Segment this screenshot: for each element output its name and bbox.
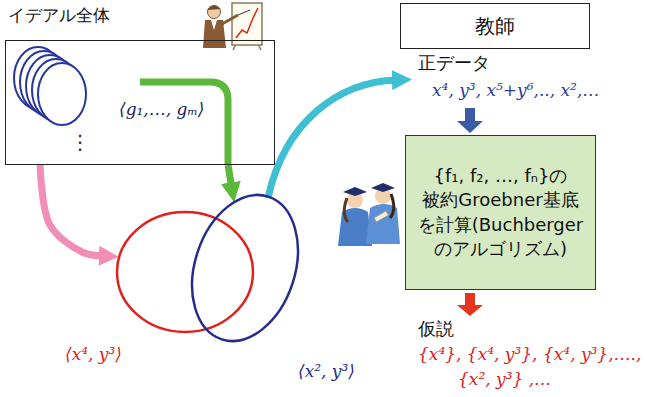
ideal-ellipse: ⟨x², y³⟩ <box>180 183 310 353</box>
ideal-stack <box>14 47 86 125</box>
down-arrow-red <box>457 293 483 316</box>
generator-label: ⟨g₁,…, gₘ⟩ <box>119 99 204 119</box>
section-label: 仮説 <box>418 318 454 340</box>
green-arrow-tail <box>140 82 228 165</box>
algorithm-text: {f₁, f₂, …, fₙ}の 被約Groebner基底 を計算(Buchbe… <box>413 164 588 261</box>
algorithm-box: {f₁, f₂, …, fₙ}の 被約Groebner基底 を計算(Buchbe… <box>405 135 596 290</box>
students-figure <box>338 183 400 246</box>
ellipse-outline <box>117 212 253 332</box>
ellipse-outline <box>180 183 310 353</box>
down-arrow-blue <box>457 108 483 133</box>
teacher-figure <box>203 3 262 50</box>
green-arrow <box>228 165 232 186</box>
ideal-label: ⟨x², y³⟩ <box>298 361 355 381</box>
teacher-box: 教師 <box>400 3 590 49</box>
ellipse-shape <box>174 181 315 355</box>
ideal-ellipse: ⟨x⁴, y³⟩ <box>117 212 253 332</box>
ideal-label: ⟨x⁴, y³⟩ <box>65 344 122 364</box>
teal-arrow <box>268 80 396 198</box>
section-label: 正データ <box>418 52 490 74</box>
ideal-set-box: イデアル全体⟨g₁,…, gₘ⟩ <box>5 40 275 165</box>
ellipsis-mark: ⋮ <box>70 130 90 154</box>
hypothesis-list: {x⁴}, {x⁴, y³}, {x⁴, y³},…., {x², y³} ,… <box>418 342 643 391</box>
box-label: 教師 <box>475 14 515 38</box>
set-heading: イデアル全体 <box>8 5 110 25</box>
pink-arrow <box>40 165 103 256</box>
ellipse-shape <box>117 212 253 332</box>
data-list: x⁴, y³, x⁵+y⁶,.., x²,… <box>432 80 599 100</box>
